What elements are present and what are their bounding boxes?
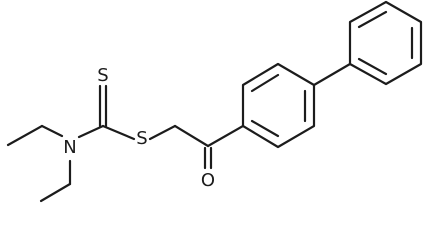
benzene-ring-2-inner-bond-3 bbox=[357, 57, 388, 76]
benzene-ring-1-inner-bond-3 bbox=[250, 119, 280, 138]
n-thiocarbonyl-bond bbox=[77, 124, 105, 139]
s-methylene-bond bbox=[148, 124, 177, 141]
benzene-ring-1 bbox=[241, 62, 316, 149]
thiocarbonyl-thioether-bond bbox=[101, 124, 136, 141]
chemical-structure-canvas: S N S O bbox=[6, 0, 423, 203]
benzene-ring-2-inner-bond-1 bbox=[357, 10, 388, 29]
benzene-ring-1-inner-bond-1 bbox=[250, 73, 280, 93]
structure-diagram: S N S O bbox=[6, 0, 423, 203]
ethyl-upper-n-bond bbox=[40, 124, 64, 138]
methylene-carbonyl-bond bbox=[173, 124, 210, 148]
thione-sulfur-label: S bbox=[97, 65, 108, 86]
ethyl-upper-terminal-bond bbox=[6, 124, 44, 147]
nitrogen-label: N bbox=[63, 137, 76, 158]
carbonyl-aryl-bond bbox=[206, 124, 245, 148]
biphenyl-link-bond bbox=[312, 62, 352, 87]
carbonyl-oxygen-label: O bbox=[201, 170, 215, 191]
thioether-sulfur-label: S bbox=[136, 128, 147, 149]
benzene-ring-2 bbox=[348, 0, 423, 86]
ethyl-lower-terminal-bond bbox=[39, 182, 72, 203]
